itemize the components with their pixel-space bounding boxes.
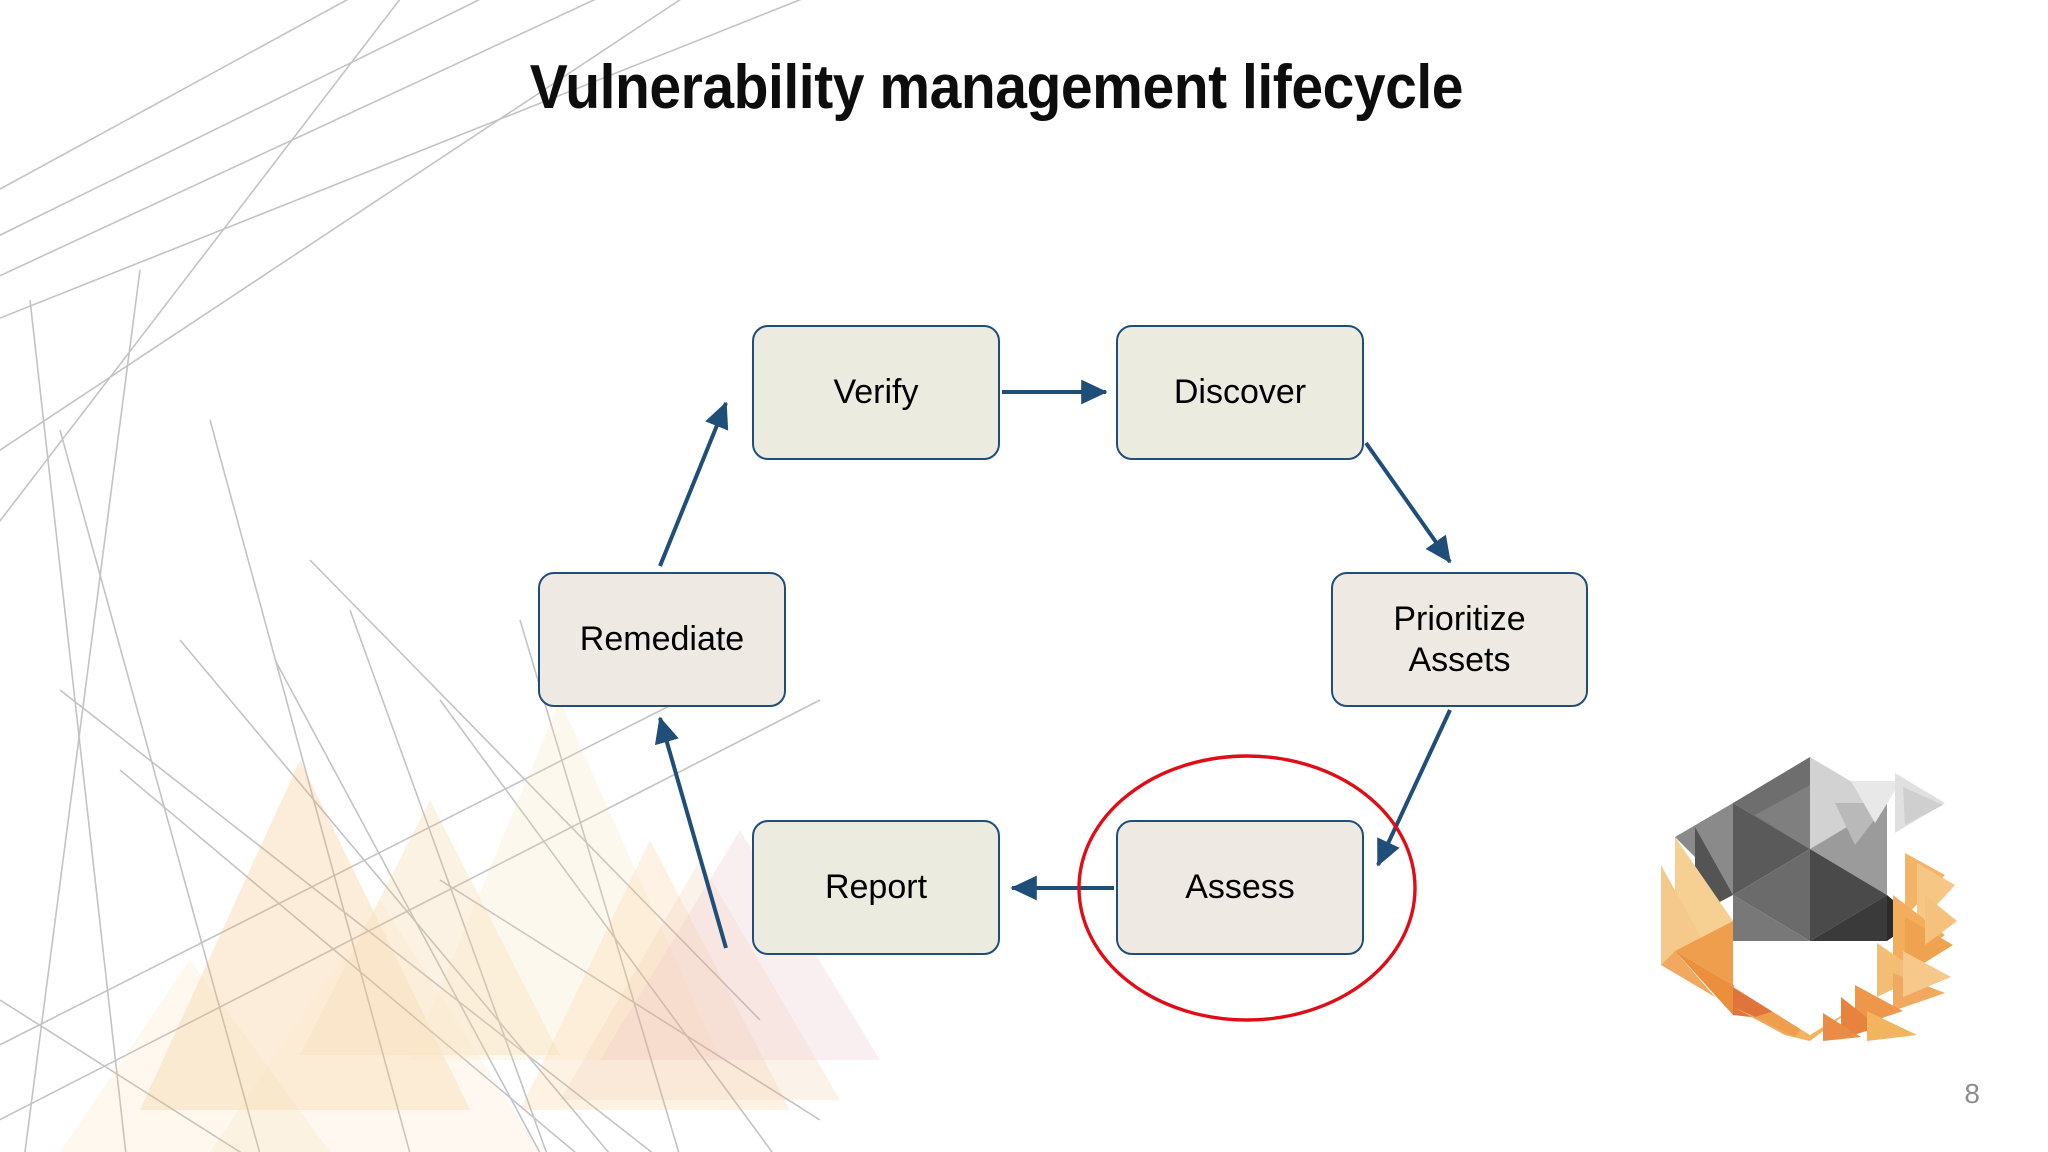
node-verify[interactable]: Verify [752, 325, 1000, 460]
node-assess[interactable]: Assess [1116, 820, 1364, 955]
node-prioritize-assets-label: Prioritize Assets [1393, 599, 1525, 679]
node-prioritize-assets[interactable]: Prioritize Assets [1331, 572, 1588, 707]
node-discover[interactable]: Discover [1116, 325, 1364, 460]
edge-discover-to-prioritize [1364, 441, 1452, 564]
company-logo [1661, 757, 1957, 1041]
node-prioritize-line1: Prioritize [1393, 600, 1526, 639]
edge-prioritize-to-assess [1376, 709, 1452, 867]
node-report[interactable]: Report [752, 820, 1000, 955]
node-prioritize-line2: Assets [1408, 640, 1511, 679]
edge-report-to-remediate [654, 716, 728, 949]
page-number: 8 [1964, 1078, 1980, 1109]
node-remediate-label: Remediate [579, 620, 745, 659]
node-report-label: Report [824, 868, 928, 907]
edge-remediate-to-verify [658, 401, 729, 567]
node-discover-label: Discover [1173, 373, 1307, 412]
node-assess-label: Assess [1185, 868, 1295, 907]
node-verify-label: Verify [833, 373, 919, 412]
page-title: Vulnerability management lifecycle [529, 53, 1464, 122]
node-remediate[interactable]: Remediate [538, 572, 786, 707]
